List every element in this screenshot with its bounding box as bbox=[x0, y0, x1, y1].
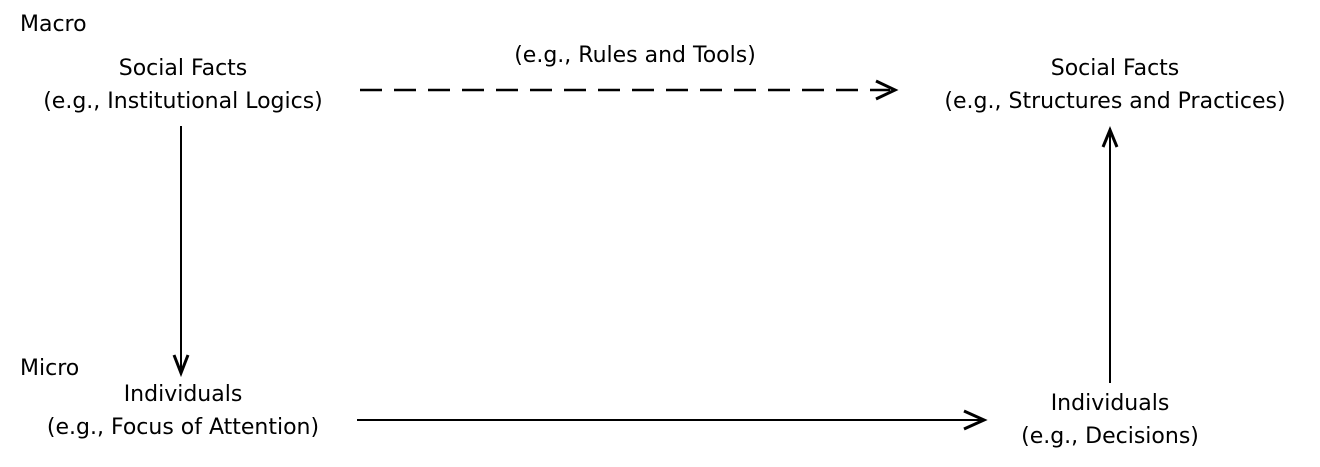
node-social-facts-structures-practices: Social Facts (e.g., Structures and Pract… bbox=[910, 52, 1320, 118]
node-example: (e.g., Decisions) bbox=[1021, 424, 1199, 449]
node-example: (e.g., Institutional Logics) bbox=[43, 89, 323, 114]
arrow-micro-to-macro bbox=[1101, 126, 1119, 383]
arrow-micro-individuals bbox=[357, 409, 988, 431]
node-title: Social Facts bbox=[118, 56, 248, 81]
node-social-facts-institutional-logics: Social Facts (e.g., Institutional Logics… bbox=[0, 52, 366, 118]
node-example: (e.g., Structures and Practices) bbox=[944, 89, 1286, 114]
macro-level-label: Macro bbox=[20, 12, 87, 37]
micro-level-label: Micro bbox=[20, 356, 80, 381]
edge-label-rules-and-tools: (e.g., Rules and Tools) bbox=[514, 43, 756, 68]
node-individuals-decisions: Individuals (e.g., Decisions) bbox=[990, 387, 1230, 453]
arrow-macro-to-micro bbox=[172, 126, 190, 378]
node-title: Individuals bbox=[123, 382, 243, 407]
node-title: Individuals bbox=[1050, 391, 1170, 416]
node-individuals-focus-of-attention: Individuals (e.g., Focus of Attention) bbox=[0, 378, 366, 444]
dashed-arrow-macro bbox=[360, 79, 899, 101]
node-example: (e.g., Focus of Attention) bbox=[46, 415, 320, 440]
node-title: Social Facts bbox=[1050, 56, 1180, 81]
